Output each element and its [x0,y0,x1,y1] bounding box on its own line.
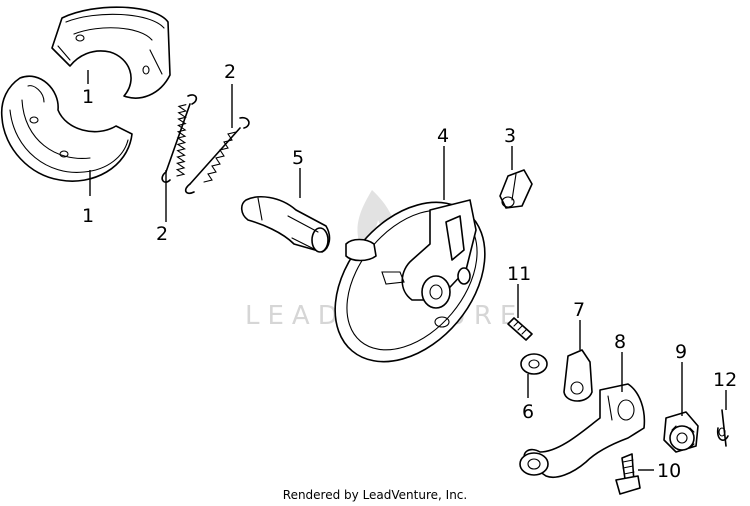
leader-lines [87,70,727,471]
callout-4: 4 [437,125,449,147]
callout-7: 7 [573,299,585,321]
bolt[interactable] [615,453,641,495]
screw[interactable] [507,317,533,341]
footer-credit: Rendered by LeadVenture, Inc. [282,488,468,502]
callout-2-upper: 2 [224,61,236,83]
callout-9: 9 [675,341,687,363]
brake-cam-shaft[interactable] [240,196,331,253]
washer[interactable] [520,353,548,375]
brake-panel[interactable] [305,173,516,391]
callout-6: 6 [522,401,534,423]
callout-12: 12 [713,369,737,391]
brake-spring-right[interactable] [184,116,250,195]
brake-arm[interactable] [519,383,646,478]
brake-shoe-upper[interactable] [51,6,171,99]
callout-labels: 1 1 2 2 3 4 5 6 7 8 9 10 11 12 [82,61,737,482]
callout-5: 5 [292,147,304,169]
wear-indicator-plate[interactable] [563,349,593,402]
callout-1-lower: 1 [82,205,94,227]
callout-3: 3 [504,125,516,147]
callout-8: 8 [614,331,626,353]
callout-1-upper: 1 [82,86,94,108]
castle-nut[interactable] [663,411,699,453]
callout-2-lower: 2 [156,223,168,245]
brake-shoe-lower[interactable] [0,75,133,182]
cotter-pin[interactable] [716,409,729,447]
adjuster-nut[interactable] [499,169,533,209]
callout-11: 11 [507,263,531,285]
callout-10: 10 [657,460,681,482]
brake-spring-left[interactable] [156,94,206,183]
